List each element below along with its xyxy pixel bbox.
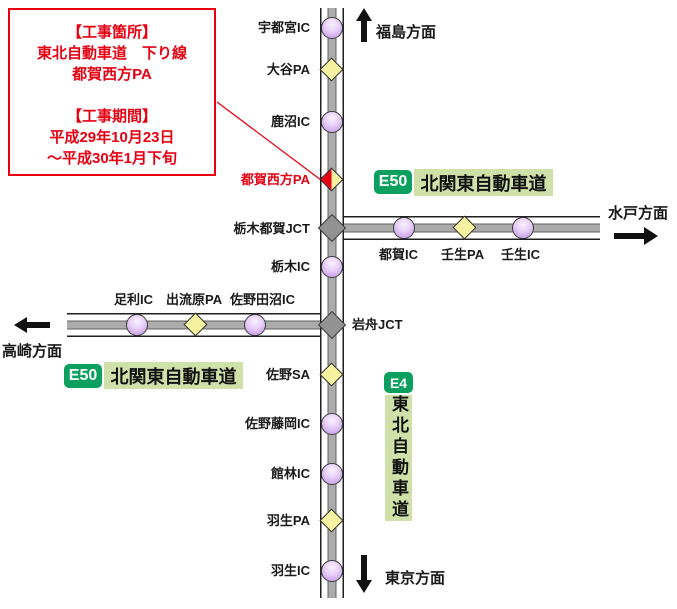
station-label: 岩舟JCT [352,317,403,332]
station-label: 出流原PA [166,292,223,307]
info-line-spacer [10,85,214,106]
station-label: 壬生PA [441,247,485,262]
direction-label-east: 水戸方面 [608,205,669,222]
station-label: 大谷PA [266,62,310,77]
info-line-period-start: 平成29年10月23日 [49,129,175,146]
callout-line [216,101,322,181]
road-name-tohoku: 東北自動車道 [385,395,412,521]
route-badge-e4: E4 [384,372,413,393]
ic-marker [321,17,343,39]
direction-label-west: 高崎方面 [2,343,63,360]
station-label: 壬生IC [501,247,541,262]
station-label: 栃木IC [270,259,310,274]
station-label: 館林IC [270,466,310,481]
construction-info-box: 【工事箇所】 東北自動車道 下り線 都賀西方PA 【工事期間】 平成29年10月… [8,8,216,176]
ic-marker [321,256,343,278]
road-name-kitakanto-west: 北関東自動車道 [104,362,243,389]
station-label: 鹿沼IC [270,114,310,129]
station-label: 栃木都賀JCT [233,221,310,236]
ic-marker [321,413,343,435]
arrow-left-icon [14,317,50,333]
road-name-kitakanto-east: 北関東自動車道 [414,169,553,196]
station-label: 羽生IC [270,563,310,578]
station-label: 宇都宮IC [257,20,310,35]
route-badge-e50: E50 [64,364,102,388]
arrow-right-icon [614,227,658,245]
route-badge-e50: E50 [374,170,412,194]
arrow-up-icon [356,8,372,42]
ic-marker [321,463,343,485]
direction-label-south: 東京方面 [385,570,446,587]
station-label: 佐野藤岡IC [244,416,310,431]
info-line-road: 東北自動車道 下り線 [36,45,187,62]
info-line-location: 都賀西方PA [72,66,152,83]
tohoku-expressway-road [320,8,344,598]
station-label: 佐野SA [265,367,310,382]
info-line-period-end: ～平成30年1月下旬 [46,150,178,167]
ic-marker [126,314,148,336]
direction-label-north: 福島方面 [376,24,437,41]
info-line-worksite-header: 【工事箇所】 [66,24,157,41]
station-label: 佐野田沼IC [230,292,296,307]
station-label: 羽生PA [266,513,310,528]
ic-marker [512,217,534,239]
ic-marker [321,560,343,582]
ic-marker [393,217,415,239]
arrow-down-icon [356,555,372,593]
station-label: 足利IC [114,292,154,307]
station-label-construction: 都賀西方PA [240,172,310,187]
station-label: 都賀IC [379,247,419,262]
info-line-period-header: 【工事期間】 [66,108,157,125]
ic-marker [244,314,266,336]
ic-marker [321,111,343,133]
